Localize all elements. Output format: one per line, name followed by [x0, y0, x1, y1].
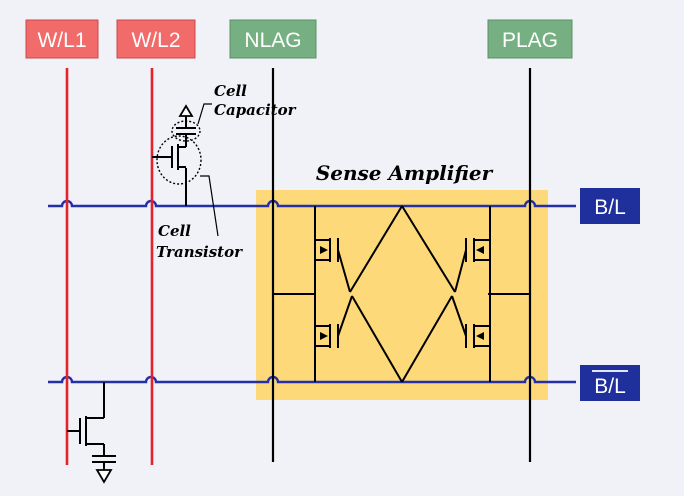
bit-line-bl-bar	[48, 375, 576, 384]
cell-bottom-ground-icon	[95, 469, 113, 484]
cell-capacitor-label-1: Cell	[214, 82, 247, 100]
tag-wl2-text: W/L2	[131, 29, 180, 52]
tag-bl-bar: B/L	[580, 365, 640, 401]
sa-arrow-icon	[476, 246, 484, 254]
cell-bottom	[67, 382, 116, 470]
sense-amp-wiring	[273, 205, 530, 383]
tag-nlag-text: NLAG	[244, 29, 301, 52]
tag-plag: PLAG	[487, 19, 573, 59]
tag-plag-text: PLAG	[502, 29, 558, 52]
cell-capacitor-highlight	[171, 120, 201, 142]
sa-arrow-icon	[476, 332, 484, 340]
transistor-leader	[200, 175, 219, 237]
cell-capacitor-label-2: Capacitor	[214, 101, 297, 119]
cell-top-ground-icon	[178, 104, 194, 117]
cell-top	[152, 116, 196, 206]
cell-transistor-highlight	[156, 135, 202, 185]
cell-transistor-label-2: Transistor	[156, 243, 243, 261]
tag-bl-bar-text: B/L	[594, 375, 626, 398]
sa-transistor-right-top	[465, 238, 490, 262]
tag-wl2: W/L2	[116, 19, 196, 59]
cell-transistor-label-1: Cell	[158, 222, 191, 240]
tag-nlag: NLAG	[229, 19, 317, 59]
sa-arrow-icon	[320, 246, 328, 254]
sa-transistor-right-bottom	[465, 324, 490, 348]
tag-wl1-text: W/L1	[37, 29, 86, 52]
sa-transistor-left-top	[315, 238, 339, 262]
sa-arrow-icon	[320, 332, 328, 340]
tag-wl1: W/L1	[25, 19, 99, 59]
tag-bl-text: B/L	[594, 196, 626, 219]
sa-transistor-left-bottom	[315, 324, 339, 348]
tag-bl: B/L	[580, 188, 640, 224]
bit-line-bl	[48, 199, 576, 208]
capacitor-leader	[197, 103, 212, 125]
sense-amplifier-label: Sense Amplifier	[316, 161, 494, 185]
